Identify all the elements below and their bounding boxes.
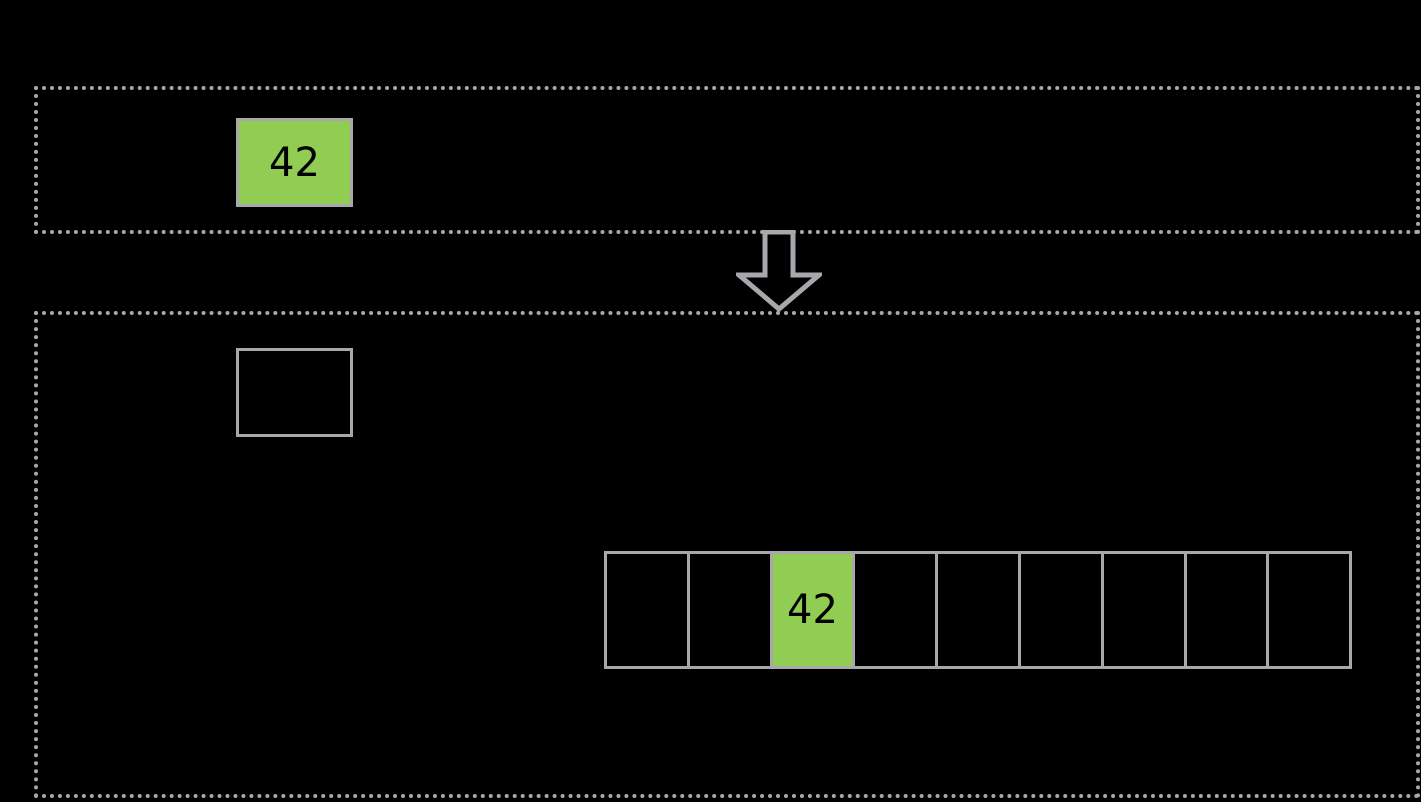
source-value-box[interactable]: 42: [236, 118, 353, 207]
array-strip: 42: [604, 551, 1353, 669]
array-cell[interactable]: [1017, 551, 1104, 669]
array-cell[interactable]: [686, 551, 773, 669]
array-cell[interactable]: [1183, 551, 1270, 669]
array-cell[interactable]: [604, 551, 690, 669]
source-region-panel: [34, 86, 1420, 234]
target-empty-slot[interactable]: [236, 348, 353, 437]
array-cell[interactable]: 42: [769, 551, 856, 669]
array-cell[interactable]: [1266, 551, 1353, 669]
arrow-down-icon: [736, 230, 822, 312]
array-cell[interactable]: [935, 551, 1021, 669]
target-region-panel: [34, 311, 1420, 798]
array-cell[interactable]: [1100, 551, 1187, 669]
array-cell[interactable]: [852, 551, 939, 669]
